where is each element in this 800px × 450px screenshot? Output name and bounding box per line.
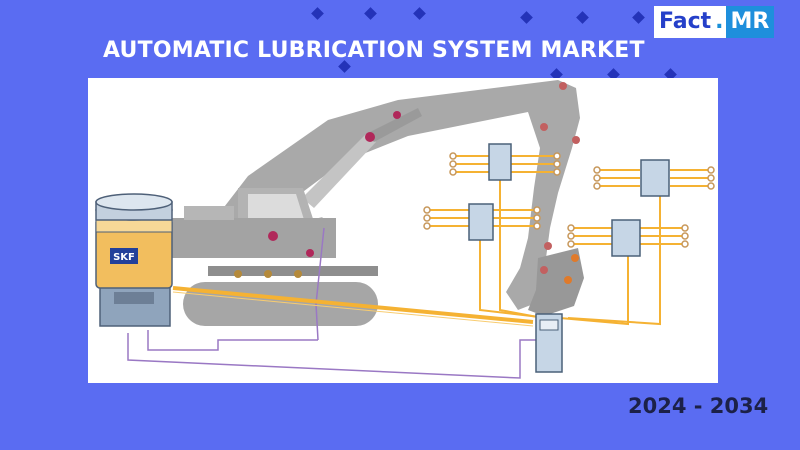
logo-mr-text: MR <box>725 6 775 38</box>
excavator-icon: SKF <box>95 80 715 379</box>
logo-dot-text: . <box>715 6 726 38</box>
factmr-logo: Fact . MR <box>654 6 775 38</box>
distributor-block-icon <box>468 143 670 373</box>
illustration-panel: SKF <box>88 78 718 383</box>
diamond-icon <box>520 11 533 24</box>
diamond-icon <box>364 7 377 20</box>
diamond-icon <box>576 11 589 24</box>
lubrication-pump-icon: SKF <box>95 193 173 327</box>
diamond-icon <box>413 7 426 20</box>
pump-brand-label: SKF <box>113 252 135 263</box>
page-title: AUTOMATIC LUBRICATION SYSTEM MARKET <box>103 38 645 63</box>
diamond-icon <box>311 7 324 20</box>
logo-fact-text: Fact <box>654 6 716 38</box>
forecast-period: 2024 - 2034 <box>628 394 769 418</box>
diamond-icon <box>632 11 645 24</box>
